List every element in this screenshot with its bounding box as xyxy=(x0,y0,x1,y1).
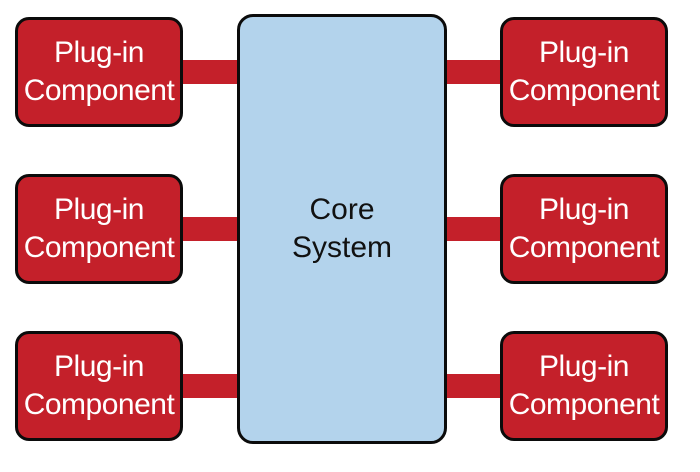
plugin-component-right-2: Plug-in Component xyxy=(500,174,668,284)
plugin-label-line2: Component xyxy=(508,231,660,264)
core-system: Core System xyxy=(237,14,447,444)
plugin-label-line1: Plug-in xyxy=(539,350,629,383)
plugin-component-right-3: Plug-in Component xyxy=(500,331,668,441)
plugin-label-line1: Plug-in xyxy=(539,193,629,226)
plugin-label-line1: Plug-in xyxy=(54,350,144,383)
plugin-label-line2: Component xyxy=(508,388,660,421)
connector-right-3 xyxy=(444,374,502,398)
plugin-label-line2: Component xyxy=(23,74,175,107)
connector-left-2 xyxy=(183,217,241,241)
plugin-component-left-1: Plug-in Component xyxy=(15,17,183,127)
plugin-component-right-1: Plug-in Component xyxy=(500,17,668,127)
core-label-line2: System xyxy=(291,231,393,264)
plugin-label-line2: Component xyxy=(23,388,175,421)
plugin-component-left-2: Plug-in Component xyxy=(15,174,183,284)
connector-left-1 xyxy=(183,60,241,84)
plugin-label-line1: Plug-in xyxy=(54,36,144,69)
plugin-label-line1: Plug-in xyxy=(54,193,144,226)
core-label-line1: Core xyxy=(309,193,375,226)
connector-left-3 xyxy=(183,374,241,398)
connector-right-2 xyxy=(444,217,502,241)
plugin-label-line2: Component xyxy=(508,74,660,107)
plugin-component-left-3: Plug-in Component xyxy=(15,331,183,441)
plugin-label-line1: Plug-in xyxy=(539,36,629,69)
connector-right-1 xyxy=(444,60,502,84)
plugin-label-line2: Component xyxy=(23,231,175,264)
